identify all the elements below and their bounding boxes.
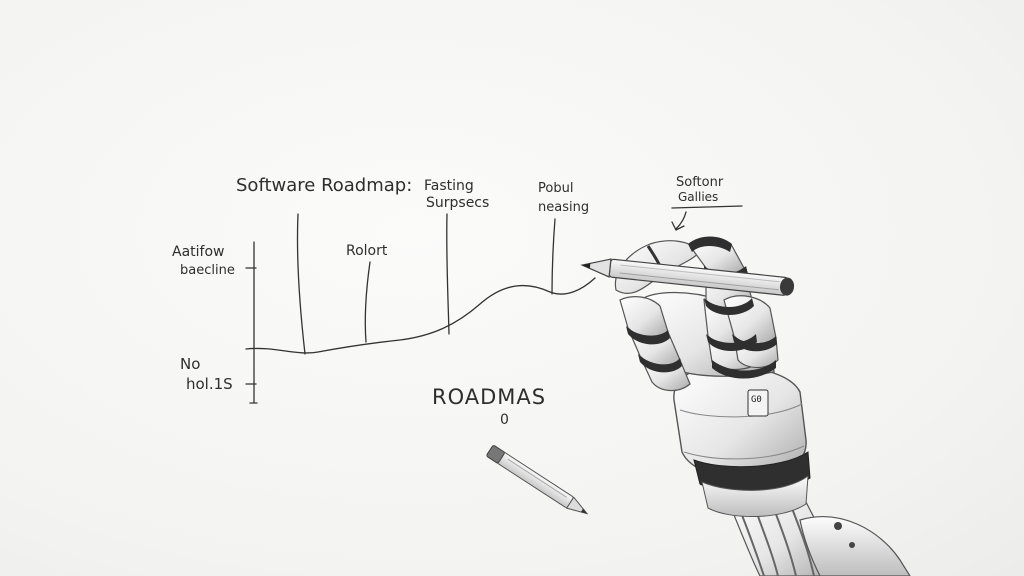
- loose-pencil-icon: [486, 445, 589, 515]
- label-gallies: Gallies: [678, 190, 718, 204]
- label-fasting: Fasting: [424, 178, 474, 194]
- timeline-sketch: [245, 205, 743, 404]
- label-roadmaps-sub: 0: [500, 412, 509, 428]
- label-rolort: Rolort: [346, 243, 388, 259]
- arm-panel: [747, 389, 769, 417]
- roadmap-curve: [245, 277, 596, 354]
- label-aatifow: Aatifow: [172, 244, 224, 260]
- labels: Software Roadmap: Fasting Surpsecs Pobul…: [172, 175, 724, 428]
- milestone-tick-1: [296, 213, 306, 355]
- held-pencil-icon: [580, 258, 795, 296]
- label-softonr: Softonr: [676, 175, 724, 190]
- roadmap-title: Software Roadmap:: [236, 175, 412, 196]
- label-no: No: [180, 355, 200, 373]
- milestone-tick-4: [551, 218, 556, 295]
- label-hol: hol.1S: [186, 375, 233, 393]
- arm-panel-text: G0: [751, 395, 762, 405]
- milestone-tick-3: [446, 213, 450, 335]
- label-roadmaps: ROADMAS: [432, 385, 546, 409]
- arrow-down-icon: [671, 211, 687, 231]
- label-neasing: neasing: [538, 200, 589, 215]
- label-surpsecs: Surpsecs: [426, 195, 489, 211]
- label-pobul: Pobul: [538, 181, 573, 196]
- milestone-tick-2: [364, 261, 371, 343]
- label-baecline: baecline: [180, 263, 235, 278]
